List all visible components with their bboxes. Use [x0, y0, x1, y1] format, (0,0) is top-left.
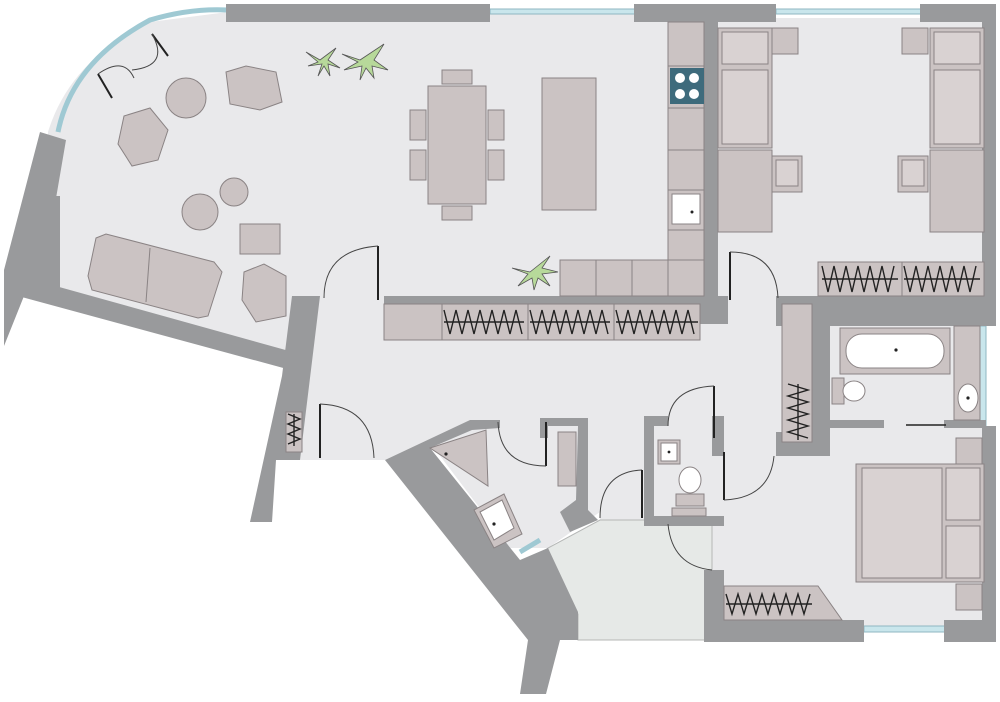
washbasin-icon	[473, 493, 523, 549]
round-table-icon	[165, 77, 207, 119]
wall	[704, 620, 864, 642]
door-swing-icon	[599, 469, 713, 571]
toilet-room-furniture	[657, 439, 707, 517]
wall	[385, 420, 578, 694]
hob-icon	[670, 68, 704, 104]
door-swing-icon	[97, 33, 169, 99]
cabinet	[557, 431, 577, 487]
wall	[920, 4, 996, 22]
sink-icon	[671, 193, 701, 225]
bed-mattress	[861, 467, 943, 579]
wall	[634, 4, 776, 22]
wall	[820, 420, 884, 428]
door-layer	[97, 33, 946, 571]
window-icon	[979, 325, 987, 427]
wall	[944, 420, 986, 428]
wall	[644, 416, 668, 426]
wall	[540, 418, 598, 532]
hanger-icon	[903, 265, 977, 293]
bed-bench	[717, 149, 773, 233]
nightstand	[771, 27, 799, 55]
toilet-icon	[675, 466, 705, 507]
chair-icon	[771, 155, 929, 193]
furniture-layer	[87, 21, 705, 323]
door-swing-icon	[323, 245, 379, 300]
bathroom-1-furniture	[831, 325, 981, 421]
door-swing-icon	[723, 452, 775, 501]
wardrobe-icon	[781, 303, 813, 443]
wall	[560, 612, 578, 640]
hanger-layer	[286, 265, 980, 617]
window-icon	[489, 8, 637, 15]
wall	[704, 18, 718, 298]
door-swing-icon	[497, 421, 547, 467]
wall	[704, 570, 724, 642]
door-swing-icon	[667, 385, 715, 438]
pillow	[945, 467, 981, 521]
pillow	[933, 69, 981, 145]
kitchen-counter	[667, 21, 705, 293]
toilet-icon	[831, 377, 866, 405]
wall	[644, 516, 724, 526]
wall	[18, 280, 300, 372]
hanger-icon	[725, 591, 811, 617]
plant-icon	[305, 43, 559, 291]
chair-icon	[409, 69, 505, 221]
round-table-icon	[181, 193, 219, 231]
nightstand	[955, 583, 983, 611]
kitchen-island-icon	[541, 77, 597, 211]
wall	[540, 418, 548, 438]
wall	[226, 4, 490, 22]
round-table-icon	[219, 177, 249, 207]
hallway-furniture	[285, 303, 813, 453]
washbasin-icon	[657, 439, 681, 465]
hanger-icon	[286, 413, 302, 445]
wall	[982, 426, 996, 642]
pillow	[721, 31, 769, 65]
pillow	[945, 525, 981, 579]
pillow	[933, 31, 981, 65]
dining-table-icon	[427, 85, 487, 205]
wall-layer	[4, 4, 996, 694]
wall	[982, 4, 996, 326]
nightstand	[955, 437, 983, 465]
hanger-icon	[821, 265, 895, 293]
bedroom-1-furniture	[717, 27, 985, 297]
bed-bench	[929, 149, 985, 233]
sofa-icon	[87, 233, 223, 319]
window-icon	[863, 625, 949, 633]
washbasin-icon	[953, 325, 981, 421]
window-icon	[55, 7, 229, 133]
ottoman	[239, 223, 281, 255]
bedroom-2-furniture	[723, 437, 985, 621]
wall	[644, 416, 654, 526]
window-icon	[518, 537, 542, 555]
wall	[4, 132, 66, 346]
wall	[944, 620, 996, 642]
pillow	[721, 69, 769, 145]
shower-tray	[428, 429, 489, 487]
wall	[38, 196, 60, 296]
door-swing-icon	[729, 251, 779, 300]
wall	[250, 296, 320, 522]
step	[671, 507, 707, 517]
bathroom-2-furniture	[428, 429, 577, 549]
armchair-icon	[117, 65, 287, 323]
door-swing-icon	[319, 403, 375, 459]
wall	[812, 296, 830, 456]
nightstand	[901, 27, 929, 55]
window-icon	[775, 8, 923, 15]
